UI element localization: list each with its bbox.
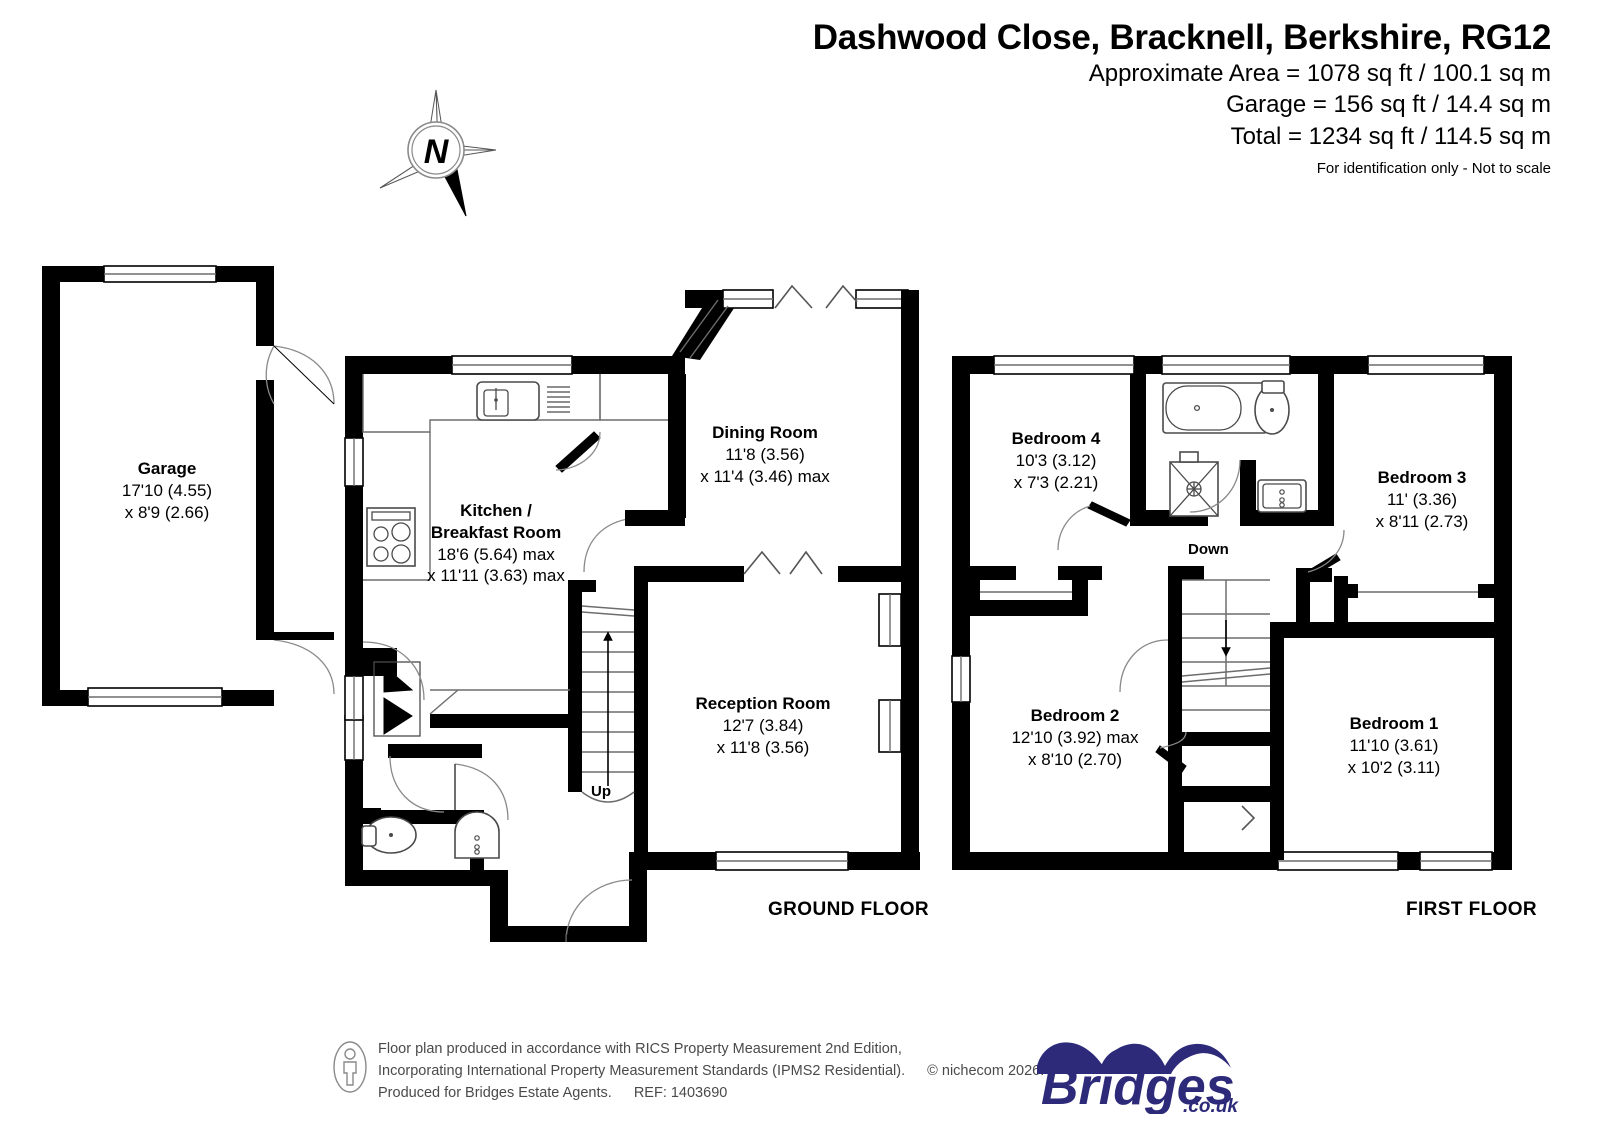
disclaimer-text: For identification only - Not to scale bbox=[1316, 159, 1551, 177]
floor-title-ground: GROUND FLOOR bbox=[768, 899, 930, 920]
logo-domain: .co.uk bbox=[1183, 1096, 1239, 1114]
reception-name: Reception Room bbox=[695, 694, 831, 713]
footer-line-3-wrap: Produced for Bridges Estate Agents. REF:… bbox=[378, 1082, 1044, 1104]
stair-treads-ground bbox=[581, 592, 635, 803]
dining-dim-2: x 11'4 (3.46) max bbox=[700, 466, 830, 486]
kitchen-dim-2: x 11'11 (3.63) max bbox=[427, 566, 565, 586]
kitchen-name-line-1: Kitchen / bbox=[460, 501, 532, 520]
approximate-area-text: Approximate Area = 1078 sq ft / 100.1 sq… bbox=[1088, 60, 1551, 88]
reception-dim-1: 12'7 (3.84) bbox=[722, 715, 804, 735]
stair-label-down: Down bbox=[1188, 541, 1229, 558]
bedroom-1-dim-2: x 10'2 (3.11) bbox=[1347, 757, 1441, 777]
dining-name: Dining Room bbox=[712, 423, 818, 442]
compass-rose-icon: N bbox=[378, 88, 498, 220]
room-label-garage: Garage 17'10 (4.55) x 8'9 (2.66) bbox=[98, 458, 236, 523]
bedroom-3-name: Bedroom 3 bbox=[1377, 468, 1467, 487]
bridges-logo[interactable]: Bridges .co.uk bbox=[1031, 1022, 1261, 1117]
stair-label-up: Up bbox=[591, 783, 611, 800]
bedroom-1-name: Bedroom 1 bbox=[1349, 714, 1439, 733]
room-label-bedroom-1: Bedroom 1 11'10 (3.61) x 10'2 (3.11) bbox=[1306, 713, 1482, 778]
bedroom-4-dim-1: 10'3 (3.12) bbox=[1015, 450, 1097, 470]
footer-copyright: © nichecom 2026. bbox=[927, 1063, 1045, 1080]
header: Dashwood Close, Bracknell, Berkshire, RG… bbox=[0, 0, 1599, 178]
total-area-text: Total = 1234 sq ft / 114.5 sq m bbox=[1230, 122, 1551, 150]
bedroom-2-dim-1: 12'10 (3.92) max bbox=[1011, 727, 1139, 747]
accessibility-person-icon bbox=[332, 1041, 368, 1093]
footer-line-2-wrap: Incorporating International Property Mea… bbox=[378, 1060, 1044, 1082]
reception-dim-2: x 11'8 (3.56) bbox=[716, 737, 810, 757]
bedroom-2-name: Bedroom 2 bbox=[1030, 706, 1120, 725]
stair-treads-first bbox=[1181, 579, 1271, 740]
footer: Floor plan produced in accordance with R… bbox=[0, 1010, 1599, 1130]
garage-dim-1: 17'10 (4.55) bbox=[121, 480, 213, 500]
room-label-dining: Dining Room 11'8 (3.56) x 11'4 (3.46) ma… bbox=[670, 422, 860, 487]
footer-ref: REF: 1403690 bbox=[633, 1085, 728, 1102]
room-label-bedroom-4: Bedroom 4 10'3 (3.12) x 7'3 (2.21) bbox=[982, 428, 1130, 493]
garage-dim-2: x 8'9 (2.66) bbox=[124, 502, 210, 522]
page-title: Dashwood Close, Bracknell, Berkshire, RG… bbox=[812, 18, 1552, 57]
room-label-reception: Reception Room 12'7 (3.84) x 11'8 (3.56) bbox=[668, 693, 858, 758]
ground-floor-outline bbox=[344, 284, 920, 943]
garage-area-text: Garage = 156 sq ft / 14.4 sq m bbox=[1226, 91, 1551, 119]
floor-title-first: FIRST FLOOR bbox=[1406, 899, 1538, 920]
svg-text:N: N bbox=[424, 133, 450, 171]
dining-dim-1: 11'8 (3.56) bbox=[725, 444, 805, 464]
footer-line-2: Incorporating International Property Mea… bbox=[378, 1063, 906, 1080]
logo-name: Bridges bbox=[1041, 1058, 1235, 1114]
bedroom-1-dim-1: 11'10 (3.61) bbox=[1349, 735, 1439, 755]
bedroom-3-dim-2: x 8'11 (2.73) bbox=[1375, 511, 1469, 531]
room-label-kitchen: Kitchen / Breakfast Room 18'6 (5.64) max… bbox=[400, 500, 592, 587]
bedroom-4-dim-2: x 7'3 (2.21) bbox=[1013, 472, 1099, 492]
room-label-bedroom-3: Bedroom 3 11' (3.36) x 8'11 (2.73) bbox=[1348, 467, 1496, 532]
bedroom-4-name: Bedroom 4 bbox=[1011, 429, 1101, 448]
bedroom-3-dim-1: 11' (3.36) bbox=[1386, 489, 1458, 509]
footer-text: Floor plan produced in accordance with R… bbox=[378, 1038, 1044, 1104]
bedroom-2-dim-2: x 8'10 (2.70) bbox=[1028, 749, 1122, 769]
kitchen-dim-1: 18'6 (5.64) max bbox=[437, 544, 555, 564]
room-label-bedroom-2: Bedroom 2 12'10 (3.92) max x 8'10 (2.70) bbox=[985, 705, 1165, 770]
kitchen-name-line-2: Breakfast Room bbox=[430, 522, 562, 542]
footer-line-1: Floor plan produced in accordance with R… bbox=[378, 1041, 902, 1057]
garage-name: Garage bbox=[137, 459, 197, 478]
footer-line-3: Produced for Bridges Estate Agents. bbox=[378, 1085, 612, 1102]
